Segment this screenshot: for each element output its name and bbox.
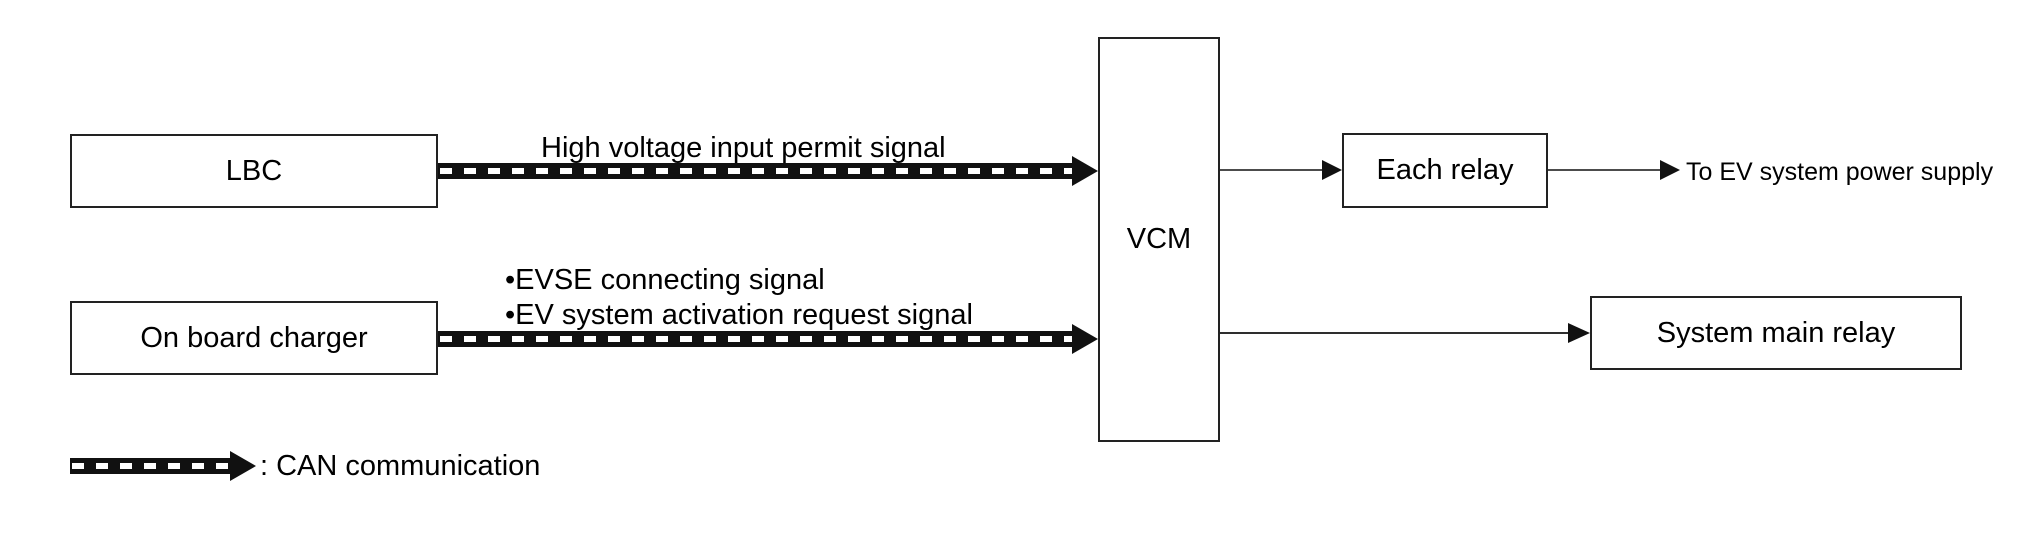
vcm-label: VCM: [1126, 223, 1192, 255]
each-relay-box: Each relay: [1342, 133, 1548, 208]
arrowhead-icon: [1568, 323, 1590, 343]
arrowhead-icon: [230, 451, 256, 481]
evse-signal-label: •EVSE connecting signal: [505, 264, 825, 296]
arrowhead-icon: [1072, 324, 1098, 354]
ev-power-supply-label: To EV system power supply: [1686, 158, 1994, 186]
can-bus-lbc-to-vcm: [438, 156, 1098, 186]
can-bus-charger-to-vcm: [438, 324, 1098, 354]
ev-activation-signal-label: •EV system activation request signal: [505, 299, 973, 331]
legend-can-symbol: [70, 451, 256, 481]
on-board-charger-label: On board charger: [140, 321, 368, 354]
on-board-charger-box: On board charger: [70, 301, 438, 375]
arrowhead-icon: [1660, 160, 1680, 180]
legend-can-label: : CAN communication: [260, 450, 541, 482]
system-main-relay-label: System main relay: [1656, 316, 1896, 349]
lbc-box: LBC: [70, 134, 438, 208]
line-vcm-to-each-relay: [1220, 160, 1342, 180]
line-vcm-to-system-main-relay: [1220, 323, 1590, 343]
vcm-box: VCM: [1098, 37, 1220, 442]
each-relay-label: Each relay: [1376, 154, 1514, 186]
lbc-label: LBC: [225, 154, 283, 187]
arrowhead-icon: [1072, 156, 1098, 186]
high-voltage-signal-label: High voltage input permit signal: [541, 132, 946, 164]
system-main-relay-box: System main relay: [1590, 296, 1962, 370]
line-each-relay-to-power: [1548, 160, 1680, 180]
arrowhead-icon: [1322, 160, 1342, 180]
